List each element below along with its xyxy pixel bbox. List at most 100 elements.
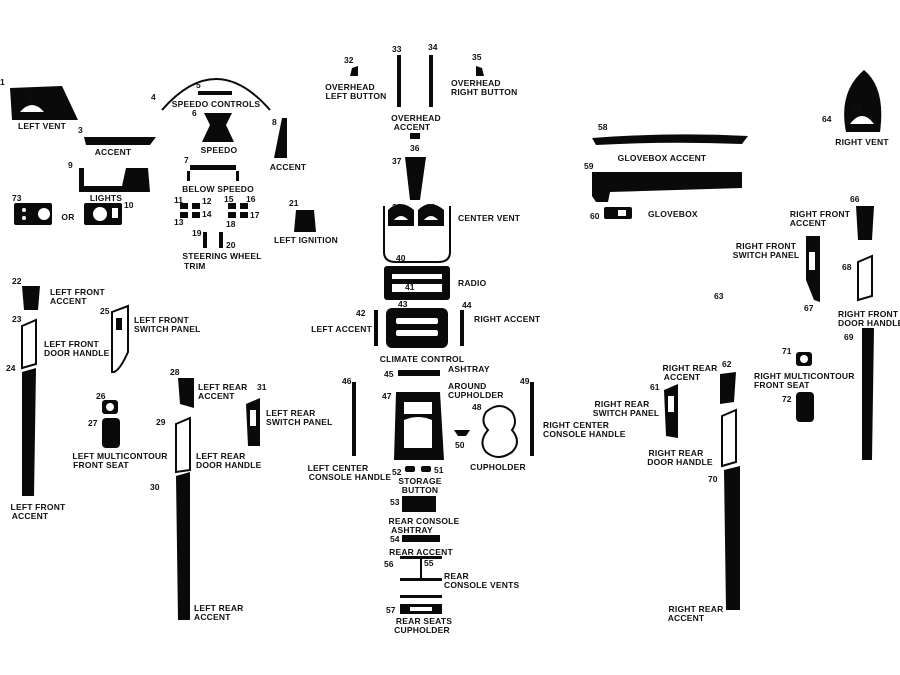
part-36 — [410, 133, 420, 139]
callout-68: 68 — [842, 262, 852, 272]
label-rear-accent: REAR ACCENT — [389, 547, 453, 557]
callout-17: 17 — [250, 210, 260, 220]
part-left-multicontour-front-seat-27 — [102, 418, 120, 448]
part-cupholder — [481, 405, 518, 458]
part-left-multicontour-front-seat-26 — [102, 400, 118, 414]
label-overhead-accent-2: ACCENT — [393, 122, 431, 132]
part-right-front-door-handle — [857, 254, 873, 302]
callout-28: 28 — [170, 367, 180, 377]
label-or: OR — [61, 212, 75, 222]
callout-44: 44 — [462, 300, 472, 310]
part-right-front-switch-panel — [806, 236, 820, 302]
label-overhead-right-button-1: OVERHEAD — [451, 78, 501, 88]
callout-5: 5 — [196, 80, 201, 90]
label-left-rear-accent-2: ACCENT — [198, 391, 235, 401]
label-right-vent: RIGHT VENT — [835, 137, 889, 147]
part-small-buttons — [180, 203, 248, 218]
part-overhead-right-button — [476, 66, 484, 76]
part-right-vent — [844, 70, 882, 132]
callout-61: 61 — [650, 382, 660, 392]
label-left-center-console-handle-1: LEFT CENTER — [307, 463, 369, 473]
part-speedo-controls — [161, 78, 271, 111]
callout-41: 41 — [405, 282, 415, 292]
label-speedo: SPEEDO — [200, 145, 238, 155]
callout-10: 10 — [124, 200, 134, 210]
label-storage-button-2: BUTTON — [401, 485, 439, 495]
callout-40: 40 — [396, 253, 406, 263]
label-right-front-door-handle-2: DOOR HANDLE — [838, 318, 900, 328]
label-left-rear-door-handle-1: LEFT REAR — [196, 451, 246, 461]
label-storage-button-1: STORAGE — [398, 476, 442, 486]
callout-1: 1 — [0, 77, 5, 87]
label-left-ignition: LEFT IGNITION — [274, 235, 338, 245]
label-right-front-accent-2: ACCENT — [789, 218, 827, 228]
part-left-vent — [10, 86, 78, 120]
label-overhead-left-button-1: OVERHEAD — [325, 82, 375, 92]
callout-16: 16 — [246, 194, 256, 204]
callout-30: 30 — [150, 482, 160, 492]
callout-38: 38 — [392, 202, 402, 212]
label-overhead-right-button-2: RIGHT BUTTON — [451, 87, 518, 97]
part-left-front-switch-panel — [111, 304, 129, 373]
label-right-front-switch-panel-1: RIGHT FRONT — [735, 241, 797, 251]
part-left-ignition — [294, 210, 316, 232]
callout-34: 34 — [428, 42, 438, 52]
callout-66: 66 — [850, 194, 860, 204]
part-left-center-console-handle — [352, 382, 356, 456]
part-glovebox-accent — [592, 134, 748, 145]
part-right-accent — [460, 310, 464, 346]
callout-59: 59 — [584, 161, 594, 171]
label-right-front-switch-panel-2: SWITCH PANEL — [732, 250, 800, 260]
label-left-multicontour-front-seat-1: LEFT MULTICONTOUR — [72, 451, 168, 461]
label-right-rear-switch-panel-2: SWITCH PANEL — [592, 408, 660, 418]
label-rear-seats-cupholder-2: CUPHOLDER — [394, 625, 450, 635]
label-right-multicontour-front-seat-2: FRONT SEAT — [754, 380, 810, 390]
label-right-center-console-handle-1: RIGHT CENTER — [543, 420, 610, 430]
label-ashtray: ASHTRAY — [448, 364, 490, 374]
label-right-front-door-handle-1: RIGHT FRONT — [838, 309, 899, 319]
callout-67: 67 — [804, 303, 814, 313]
label-overhead-left-button-2: LEFT BUTTON — [325, 91, 387, 101]
part-glovebox-59 — [592, 172, 742, 202]
label-speedo-controls: SPEEDO CONTROLS — [171, 99, 261, 109]
label-below-speedo: BELOW SPEEDO — [182, 184, 254, 194]
part-accent-8 — [274, 118, 287, 158]
part-climate-control — [386, 308, 448, 348]
label-steering-wheel-trim-2: TRIM — [184, 261, 206, 271]
label-right-rear-door-handle-1: RIGHT REAR — [648, 448, 704, 458]
label-right-center-console-handle-2: CONSOLE HANDLE — [543, 429, 626, 439]
part-right-center-console-handle — [530, 382, 534, 456]
callout-24: 24 — [6, 363, 16, 373]
callout-13: 13 — [174, 217, 184, 227]
part-right-multicontour-front-seat-71 — [796, 352, 812, 366]
part-glovebox-60 — [604, 207, 632, 219]
part-left-rear-accent-lower — [176, 472, 190, 620]
callout-27: 27 — [88, 418, 98, 428]
callout-64: 64 — [822, 114, 832, 124]
callout-42: 42 — [356, 308, 366, 318]
part-rear-console-ashtray — [402, 496, 436, 512]
label-left-vent: LEFT VENT — [17, 121, 67, 131]
label-overhead-accent-1: OVERHEAD — [391, 113, 441, 123]
label-rear-seats-cupholder-1: REAR SEATS — [395, 616, 453, 626]
callout-7: 7 — [184, 155, 189, 165]
callout-70: 70 — [708, 474, 718, 484]
label-left-rear-door-handle-2: DOOR HANDLE — [196, 460, 262, 470]
label-right-rear-accent-1: RIGHT REAR — [662, 363, 718, 373]
part-right-multicontour-front-seat-72 — [796, 392, 814, 422]
part-ashtray — [398, 370, 440, 376]
label-right-accent: RIGHT ACCENT — [474, 314, 541, 324]
part-left-rear-door-handle — [175, 416, 191, 474]
callout-25: 25 — [100, 306, 110, 316]
part-rear-accent — [402, 535, 440, 542]
callout-47: 47 — [382, 391, 392, 401]
label-left-rear-accent-lower-1: LEFT REAR — [194, 603, 244, 613]
callout-33: 33 — [392, 44, 402, 54]
callout-14: 14 — [202, 209, 212, 219]
label-around-cupholder-2: CUPHOLDER — [448, 390, 504, 400]
callout-54: 54 — [390, 534, 400, 544]
callout-19: 19 — [192, 228, 202, 238]
part-center-vent — [383, 157, 451, 263]
callout-36: 36 — [410, 143, 420, 153]
